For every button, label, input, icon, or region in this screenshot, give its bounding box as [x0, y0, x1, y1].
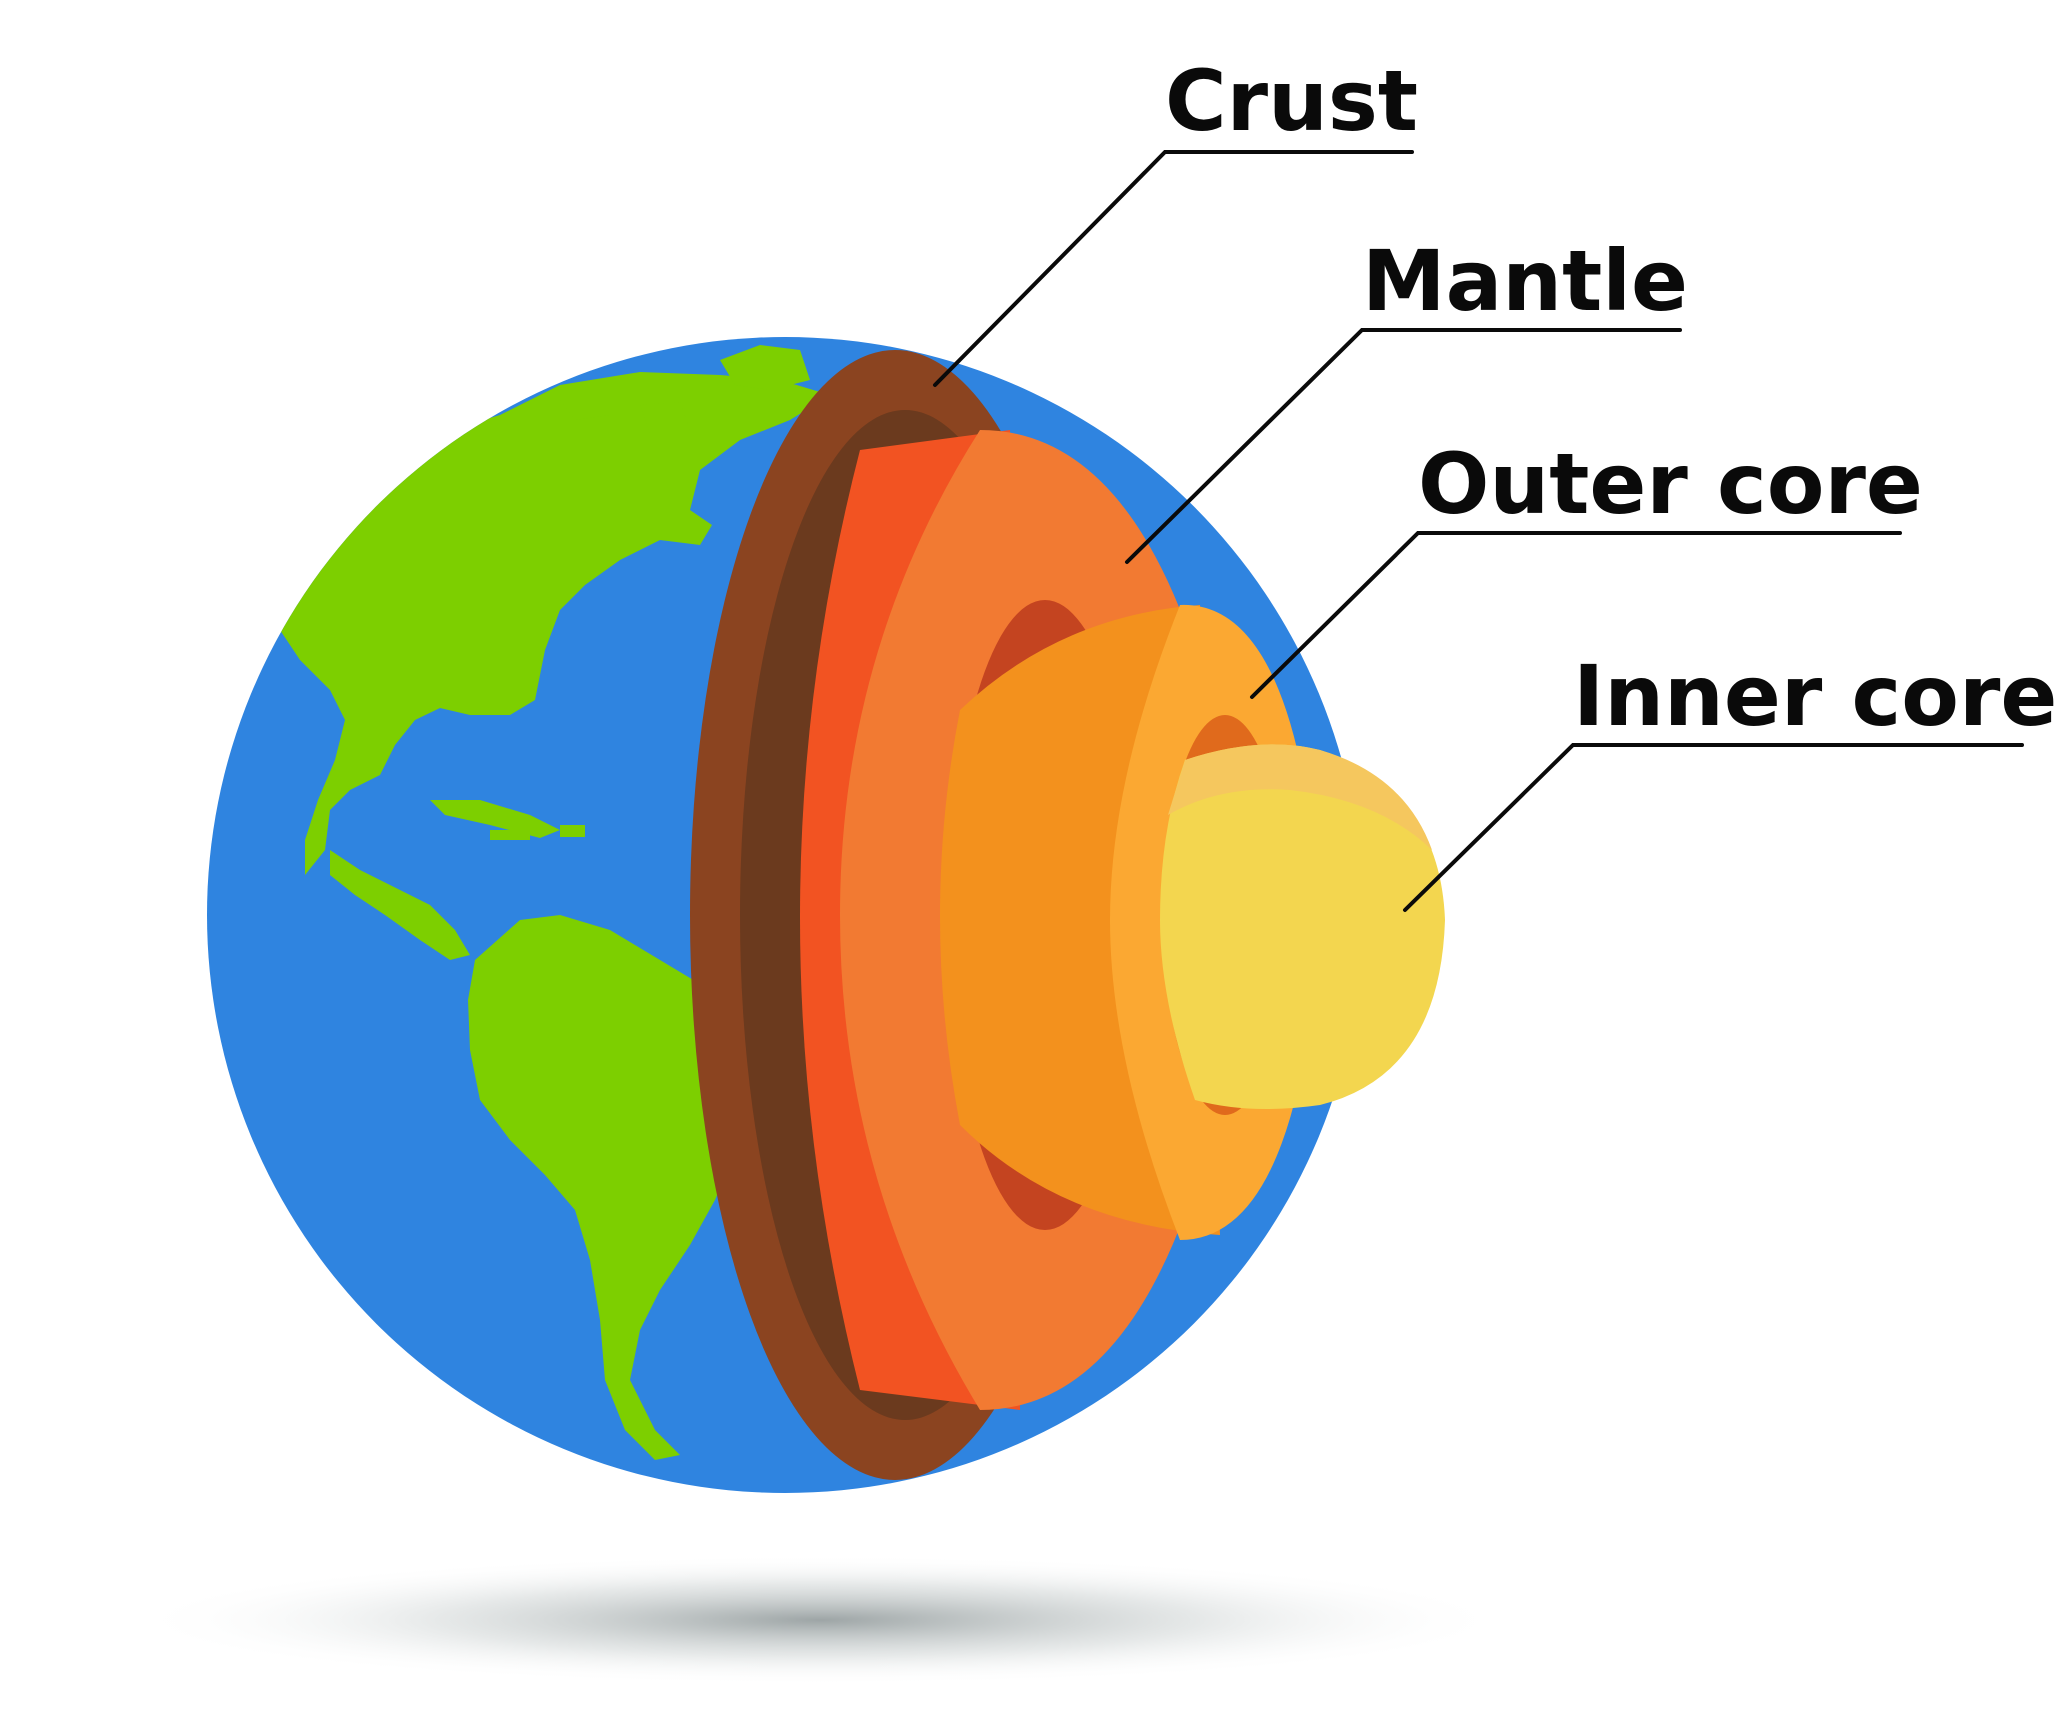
mantle-leader-line [1125, 328, 1682, 564]
continents [275, 345, 830, 1460]
central-america [330, 850, 470, 960]
ground-shadow [130, 1555, 1510, 1685]
inner-core-label: Inner core [1573, 647, 2057, 745]
mantle-label: Mantle [1362, 232, 1688, 330]
caribbean-islands [430, 800, 560, 838]
crust-label: Crust [1165, 52, 1418, 150]
outer-core-leader-line [1250, 531, 1902, 699]
north-america [275, 372, 830, 875]
outer-core-label: Outer core [1418, 435, 1923, 533]
inner-core-leader-line [1403, 743, 2024, 912]
south-america [468, 915, 760, 1460]
inner-core [1160, 744, 1445, 1109]
inner-core-highlight [1168, 744, 1432, 850]
arctic-islands [720, 345, 810, 390]
crust-leader-line [933, 150, 1414, 387]
